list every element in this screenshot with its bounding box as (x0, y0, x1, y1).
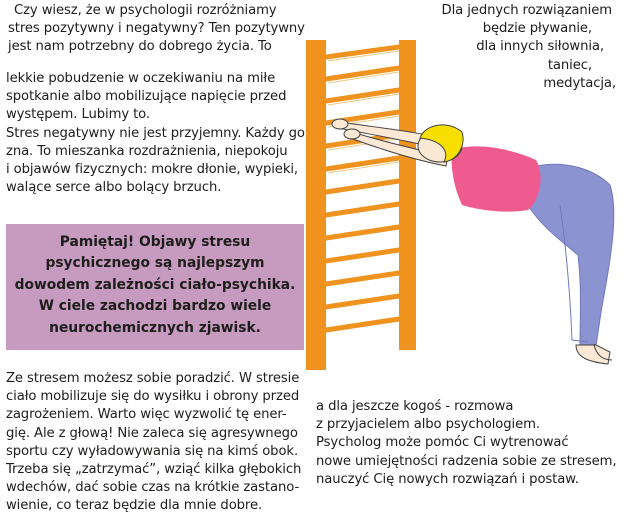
paragraph-line: walące serce albo bolący brzuch. (6, 180, 222, 196)
paragraph-line: występem. Lubimy to. (6, 107, 151, 123)
paragraph-line: sportu czy wyładowywania się na kimś obo… (6, 443, 299, 459)
right-options-line: dla innych siłownia, (476, 39, 604, 55)
paragraph-line: lekkie pobudzenie w oczekiwaniu na miłe (6, 71, 276, 86)
callout-line: W ciele zachodzi bardzo wiele (38, 298, 272, 315)
paragraph-line: i objawów fizycznych: mokre dłonie, wypi… (6, 162, 299, 178)
intro-line: stres pozytywny i negatywny? Ten pozytyw… (8, 21, 305, 37)
callout-line: dowodem zależności ciało-psychika. (14, 276, 296, 293)
right-options-line: Dla jednych rozwiązaniem (441, 3, 613, 18)
paragraph-line: Ze stresem możesz sobie poradzić. W stre… (6, 371, 300, 386)
paragraph-line: zagrożeniem. Warto więc wyzwolić tę ener… (6, 407, 287, 423)
woman-figure (331, 118, 615, 365)
callout-line: neurochemicznych zjawisk. (49, 319, 261, 336)
psychologist-paragraph: a dla jeszcze kogoś - rozmowa z przyjaci… (316, 398, 617, 489)
paragraph-line: a dla jeszcze kogoś - rozmowa (316, 399, 514, 414)
callout-lead: Pamiętaj! (59, 234, 135, 250)
paragraph-line: Stres negatywny nie jest przyjemny. Każd… (6, 125, 305, 141)
paragraph-line: nowe umiejętności radzenia sobie ze stre… (316, 453, 617, 469)
paragraph-line: Psycholog może pomóc Ci wytrenować (316, 435, 569, 451)
callout-line: Objawy stresu (134, 234, 251, 250)
intro-line: jest nam potrzebny do dobrego życia. To (8, 39, 272, 55)
paragraph-line: ciało mobilizuje się do wysiłku i obrony… (6, 389, 300, 405)
intro-paragraph: Czy wiesz, że w psychologii rozróżniamy … (8, 2, 305, 57)
paragraph-line: Trzeba się „zatrzymać”, wziąć kilka głęb… (6, 462, 302, 478)
paragraph-line: z przyjacielem albo psychologiem. (316, 417, 540, 433)
intro-line: Czy wiesz, że w psychologii rozróżniamy (14, 3, 277, 18)
right-options-line: będzie pływanie, (482, 21, 592, 37)
coping-paragraph: Ze stresem możesz sobie poradzić. W stre… (6, 370, 301, 516)
paragraph-line: gię. Ale z głową! Nie zaleca się agresyw… (6, 425, 298, 441)
paragraph-line: zna. To mieszanka rozdrażnienia, niepoko… (6, 143, 288, 159)
callout-text: Pamiętaj! Objawy stresu psychicznego są … (6, 232, 304, 339)
wall-bars (306, 40, 416, 370)
paragraph-line: nauczyć Cię nowych rozwiązań i postaw. (316, 471, 579, 487)
callout-box (6, 224, 304, 350)
wall-bars-rail-right (399, 40, 416, 350)
wall-bars-rail-left (306, 40, 326, 370)
callout-line: psychicznego są najlepszym (45, 255, 265, 272)
paragraph-line: spotkanie albo mobilizujące napięcie prz… (6, 89, 287, 105)
stress-description-paragraph: lekkie pobudzenie w oczekiwaniu na miłe … (6, 70, 305, 197)
right-options-line: taniec, (547, 57, 592, 73)
right-options-text: Dla jednych rozwiązaniem będzie pływanie… (441, 2, 617, 93)
paragraph-line: wdechów, dać sobie czas na krótkie zasta… (6, 480, 300, 496)
right-options-line: medytacja, (543, 75, 616, 91)
paragraph-line: wienie, co teraz będzie dla mnie dobre. (6, 498, 263, 514)
